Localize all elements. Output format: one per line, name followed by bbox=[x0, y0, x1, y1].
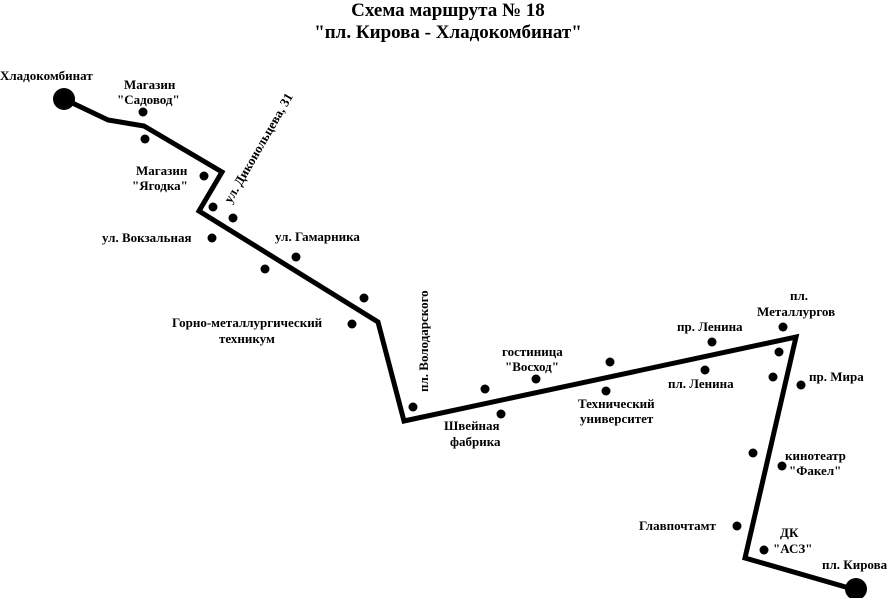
stop-label-voskhod-1: гостиница bbox=[502, 344, 563, 359]
stop-dot-dikonoltseva-2[interactable] bbox=[228, 213, 238, 223]
stop-dot-universitet-1[interactable] bbox=[605, 357, 615, 367]
terminal-start-label: Хладокомбинат bbox=[0, 68, 93, 83]
stop-label-universitet-1: Технический bbox=[578, 396, 655, 411]
stop-dot-fakel-2[interactable] bbox=[777, 461, 787, 471]
stop-dot-gamarnika-return[interactable] bbox=[260, 264, 270, 274]
terminal-start-marker[interactable] bbox=[53, 88, 75, 110]
stop-label-glavpochtamt: Главпочтамт bbox=[639, 518, 717, 533]
stop-label-yagodka-1: Магазин bbox=[136, 163, 188, 178]
stop-dot-gamarnika[interactable] bbox=[291, 252, 301, 262]
stop-dot-sadovod[interactable] bbox=[138, 107, 148, 117]
stop-dot-mira-1[interactable] bbox=[768, 372, 778, 382]
stop-dot-glavpochtamt[interactable] bbox=[732, 521, 742, 531]
stop-dot-tekhnikum-1[interactable] bbox=[359, 293, 369, 303]
stop-label-fakel-1: кинотеатр bbox=[785, 448, 846, 463]
stop-dot-lenina-1[interactable] bbox=[707, 337, 717, 347]
stop-dot-metallurgov[interactable] bbox=[778, 322, 788, 332]
terminal-end-label: пл. Кирова bbox=[822, 557, 888, 572]
stop-dot-yagodka[interactable] bbox=[199, 171, 209, 181]
stop-dot-lenina-2[interactable] bbox=[700, 365, 710, 375]
stop-label-mira: пр. Мира bbox=[809, 369, 864, 384]
stop-label-metallurgov-2: Металлургов bbox=[757, 304, 835, 319]
stop-label-sadovod-1: Магазин bbox=[124, 77, 176, 92]
stop-label-sadovod-2: "Садовод" bbox=[117, 92, 180, 107]
stop-dot-voskhod[interactable] bbox=[531, 374, 541, 384]
stop-dot-sadovod-return[interactable] bbox=[140, 134, 150, 144]
stop-label-metallurgov-1: пл. bbox=[790, 288, 808, 303]
stop-label-vokzalnaya: ул. Вокзальная bbox=[102, 230, 192, 245]
route-line bbox=[61, 96, 859, 593]
stop-dot-shveinaya-2[interactable] bbox=[496, 409, 506, 419]
stop-label-volodarskogo: пл. Володарского bbox=[416, 290, 431, 392]
stop-label-tekhnikum-2: техникум bbox=[219, 331, 275, 346]
stop-label-universitet-2: университет bbox=[580, 411, 654, 426]
stop-dot-dikonoltseva-1[interactable] bbox=[208, 202, 218, 212]
map-title: Схема маршрута № 18 bbox=[351, 0, 545, 21]
map-subtitle: "пл. Кирова - Хладокомбинат" bbox=[314, 22, 582, 43]
stop-dot-vokzalnaya[interactable] bbox=[207, 233, 217, 243]
stop-label-fakel-2: "Факел" bbox=[789, 463, 841, 478]
stop-dot-universitet-2[interactable] bbox=[601, 386, 611, 396]
stop-label-gamarnika: ул. Гамарника bbox=[275, 229, 360, 244]
stop-label-lenina-top: пр. Ленина bbox=[677, 319, 743, 334]
stop-dot-metallurgov-2[interactable] bbox=[774, 347, 784, 357]
stop-label-dikonoltseva: ул. Диконольцева, 31 bbox=[221, 90, 296, 205]
stop-label-yagodka-2: "Ягодка" bbox=[132, 178, 188, 193]
stop-dot-dk[interactable] bbox=[759, 545, 769, 555]
stop-label-tekhnikum-1: Горно-металлургический bbox=[172, 315, 323, 330]
stop-label-shveinaya-2: фабрика bbox=[450, 434, 501, 449]
stop-dot-volodarskogo[interactable] bbox=[408, 402, 418, 412]
stop-dot-mira-2[interactable] bbox=[796, 380, 806, 390]
stop-dot-tekhnikum-2[interactable] bbox=[347, 319, 357, 329]
stop-dot-fakel-1[interactable] bbox=[748, 448, 758, 458]
stop-dot-shveinaya-1[interactable] bbox=[480, 384, 490, 394]
stop-label-shveinaya-1: Швейная bbox=[444, 418, 500, 433]
stop-label-dk-2: "АСЗ" bbox=[773, 541, 812, 556]
stop-label-voskhod-2: "Восход" bbox=[505, 359, 559, 374]
terminal-end-marker[interactable] bbox=[845, 578, 867, 598]
stop-label-lenina-bottom: пл. Ленина bbox=[668, 376, 734, 391]
stop-label-dk-1: ДК bbox=[780, 525, 799, 540]
